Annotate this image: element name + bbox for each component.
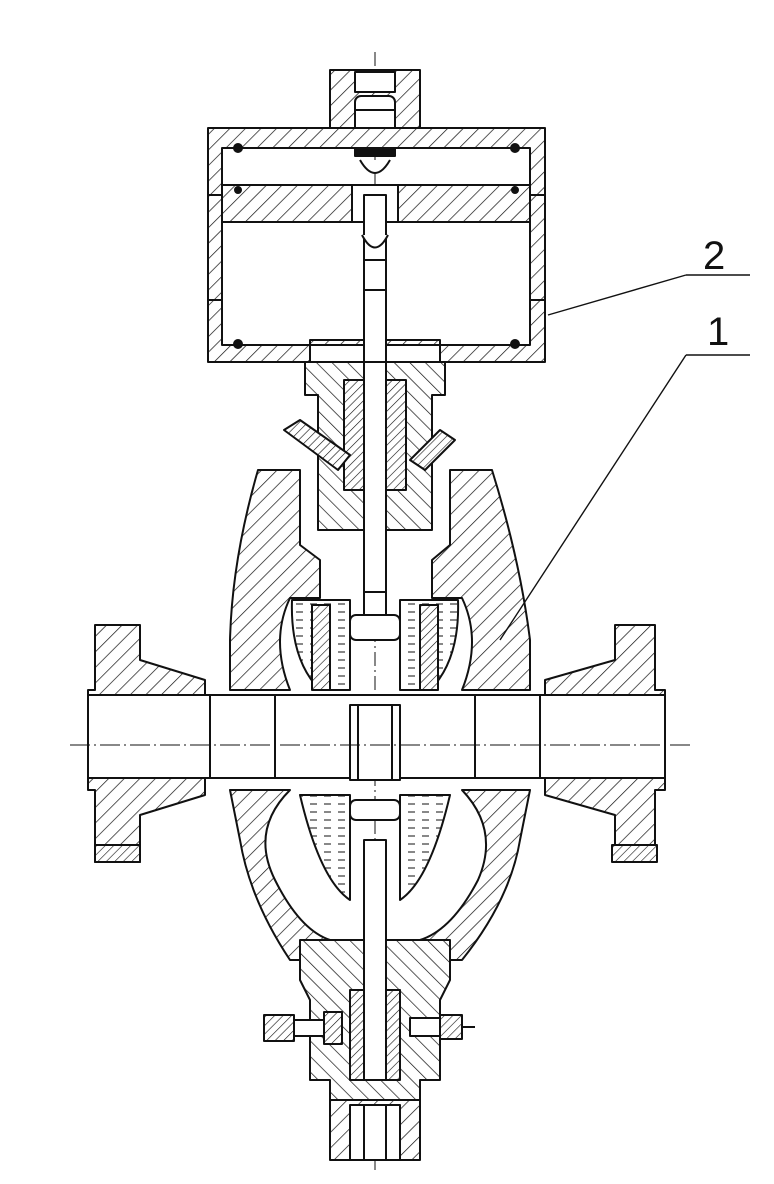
lower-housing xyxy=(299,839,451,1161)
left-flange xyxy=(87,624,206,863)
pneumatic-actuator xyxy=(207,127,546,363)
valve-body xyxy=(229,469,531,961)
callout-2-leader xyxy=(547,274,687,316)
callout-1-leader xyxy=(499,354,687,641)
drain-plug-left xyxy=(263,1011,343,1045)
packing-housing xyxy=(283,361,456,593)
drain-plug-right xyxy=(409,1014,475,1040)
flow-passage xyxy=(70,694,690,781)
callout-label-1: 1 xyxy=(707,310,730,354)
callout-label-2: 2 xyxy=(703,234,726,278)
